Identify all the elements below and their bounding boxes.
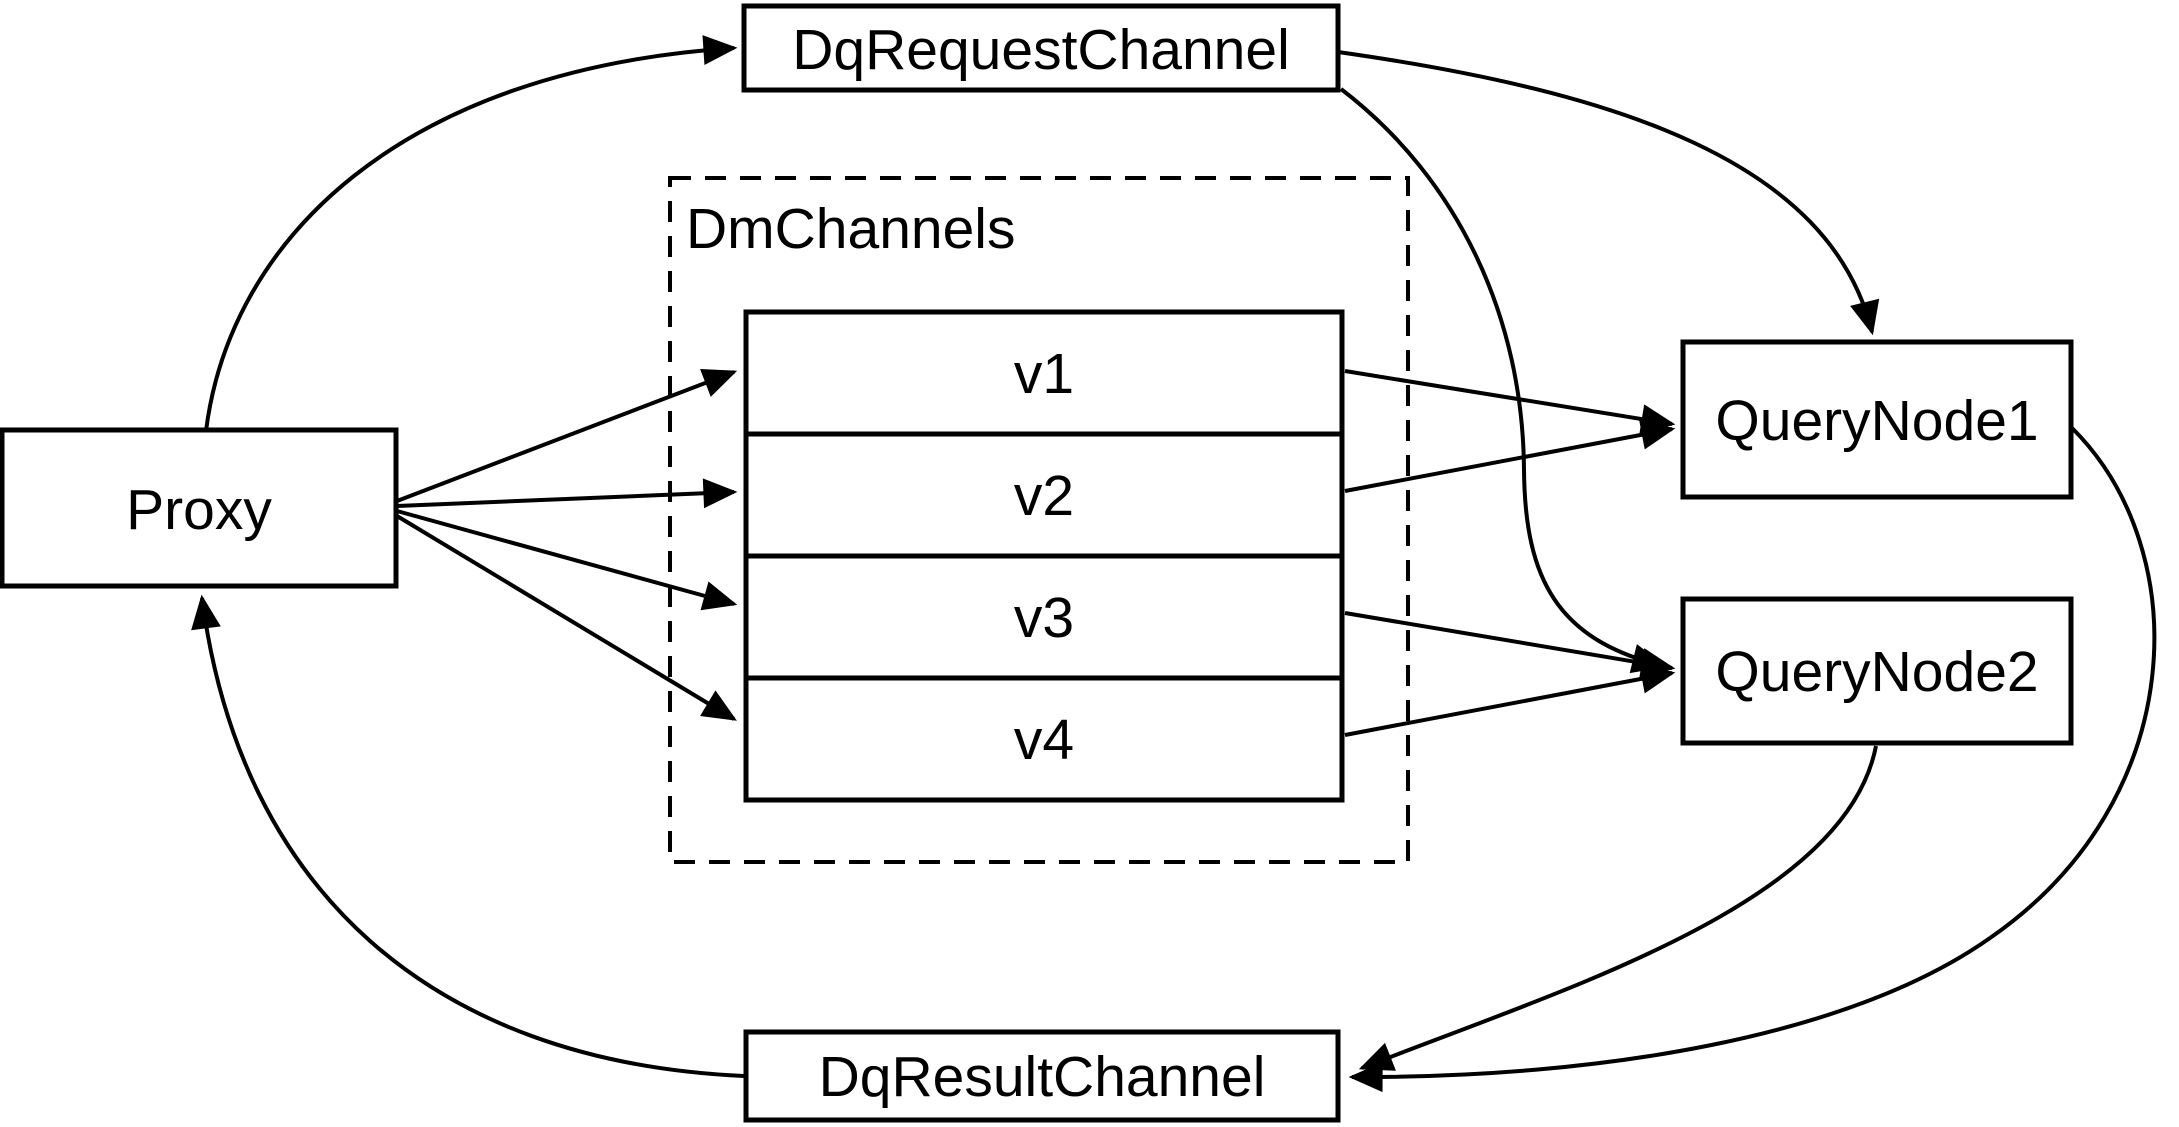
query-node-2-label: QueryNode2 [1715,640,2038,704]
edge-querynode2-to-dqresultchannel [1358,745,1878,1071]
dm-channels-label: DmChannels [686,197,1015,261]
node-query-node-2: QueryNode2 [1680,596,2074,746]
node-query-node-1: QueryNode1 [1680,339,2074,500]
edge-querynode1-to-dqresultchannel [1348,426,2157,1093]
dq-request-channel-label: DqRequestChannel [792,18,1290,82]
edge-proxy-to-v3 [396,509,738,611]
query-node-1-box [1680,339,2074,500]
dm-channels-dashed-border [668,176,1410,864]
channel-row-v3-label: v3 [1014,586,1074,650]
edge-v1-to-querynode1 [1344,369,1676,434]
query-node-2-box [1680,596,2074,746]
query-node-1-label: QueryNode1 [1715,389,2038,453]
node-proxy: Proxy [0,427,399,589]
proxy-label: Proxy [126,478,272,542]
node-dq-request-channel: DqRequestChannel [741,3,1341,93]
edge-dqrequestchannel-to-querynode2 [1339,87,1667,674]
dq-result-channel-box [743,1029,1341,1123]
edge-proxy-to-v2 [396,478,738,509]
dm-channels-table: v1 v2 v3 v4 [743,309,1345,803]
proxy-box [0,427,399,589]
edge-proxy-to-dqrequestchannel [204,35,738,432]
edge-proxy-to-v4 [395,514,737,721]
channel-row-v4-label: v4 [1014,708,1074,772]
edge-dqrequestchannel-to-querynode1 [1337,50,1880,336]
node-dq-result-channel: DqResultChannel [743,1029,1341,1123]
dq-result-channel-label: DqResultChannel [819,1045,1266,1109]
edge-v3-to-querynode2 [1344,611,1676,678]
channel-row-v2-label: v2 [1014,464,1074,528]
channel-row-v1-label: v1 [1014,342,1074,406]
dm-channels-group: DmChannels v1 v2 v3 v4 [668,176,1410,864]
edge-v2-to-querynode1 [1344,420,1676,493]
edges [191,35,2157,1093]
dq-request-channel-box [741,3,1341,93]
edge-v4-to-querynode2 [1344,664,1676,737]
edge-dqresultchannel-to-proxy [191,594,745,1078]
edge-proxy-to-v1 [396,368,738,503]
